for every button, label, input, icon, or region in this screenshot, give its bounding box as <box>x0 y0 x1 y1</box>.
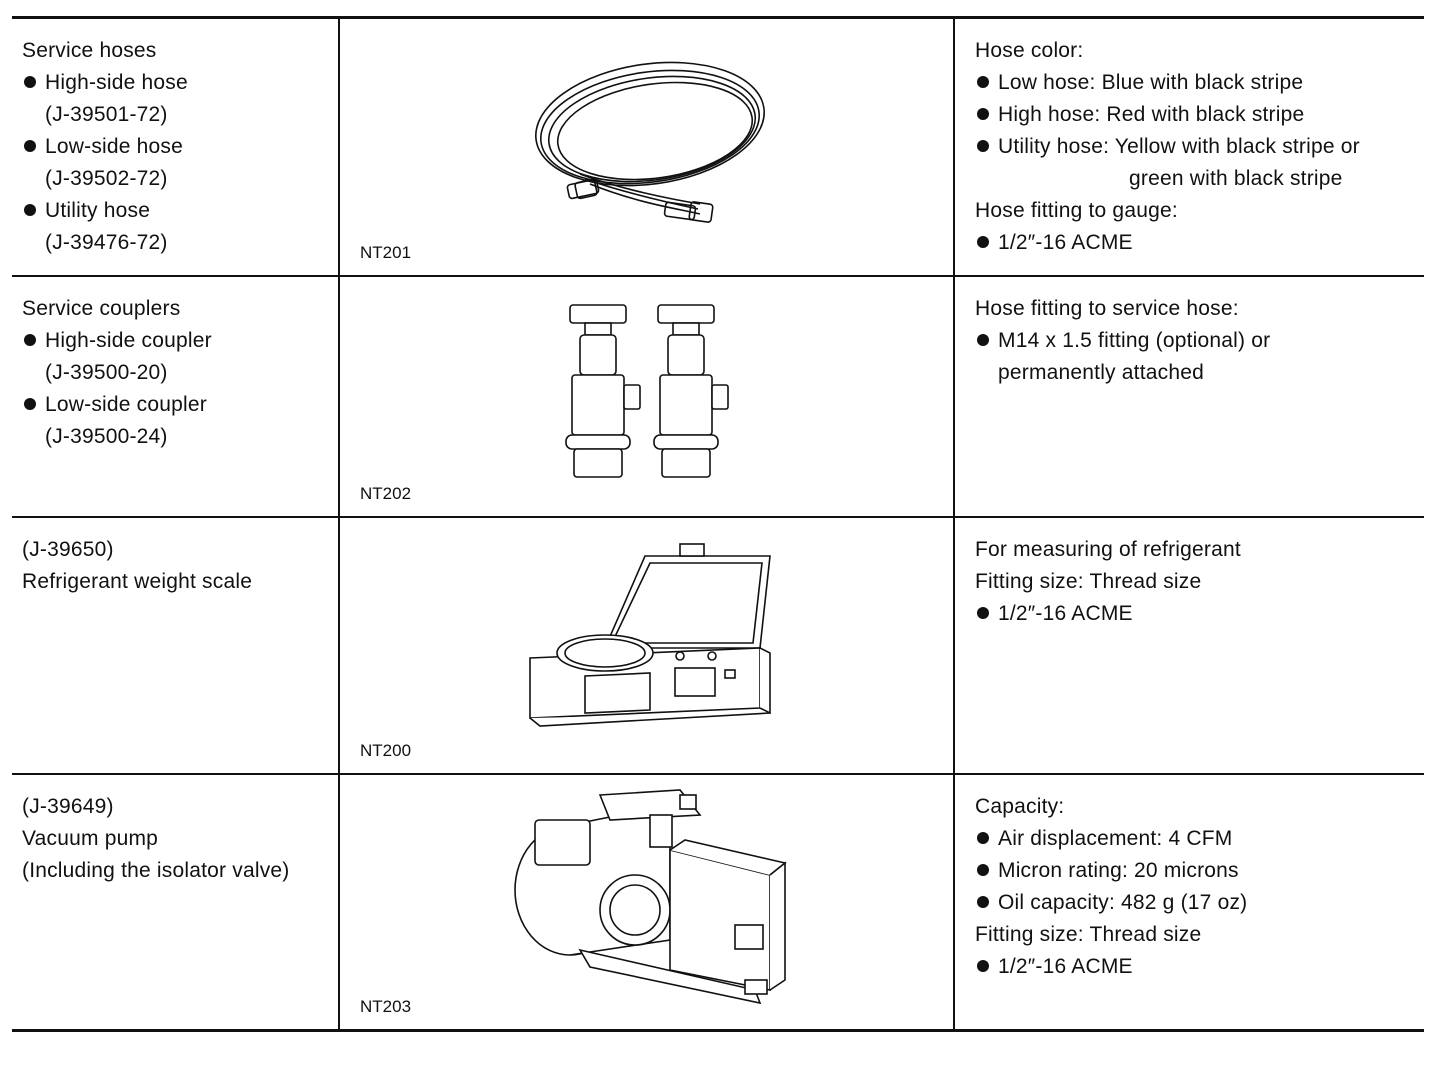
spec-heading: Capacity: <box>975 795 1065 818</box>
tool-name-title: Service hoses <box>22 39 157 62</box>
tool-name-item: Utility hose <box>22 195 338 227</box>
bullet-icon <box>977 140 989 153</box>
tool-part-number: (J-39650) <box>22 538 114 561</box>
spec-heading: Hose color: <box>975 39 1084 62</box>
tool-name-title: Vacuum pump <box>22 827 159 850</box>
tool-name-title: Service couplers <box>22 297 181 320</box>
bullet-icon <box>24 140 36 153</box>
spec-heading: For measuring of refrigerant <box>975 538 1241 561</box>
spec-continuation: green with black stripe <box>1129 167 1343 190</box>
tool-name-note: (Including the isolator valve) <box>22 859 290 882</box>
spec-item: Utility hose: Yellow with black stripe o… <box>975 131 1424 163</box>
tool-name-item: Low-side hose <box>22 131 338 163</box>
tool-table: Service hoses High-side hose (J-39501-72… <box>12 16 1424 1032</box>
tool-name-cell: (J-39649) Vacuum pump (Including the iso… <box>12 775 340 1029</box>
bullet-icon <box>977 334 989 347</box>
spec-cell: For measuring of refrigerant Fitting siz… <box>955 518 1424 773</box>
figure-code: NT203 <box>360 997 412 1016</box>
tool-row-vacuum-pump: (J-39649) Vacuum pump (Including the iso… <box>12 775 1424 1029</box>
spec-item: Oil capacity: 482 g (17 oz) <box>975 887 1424 919</box>
bullet-icon <box>977 896 989 909</box>
tool-part-number: (J-39502-72) <box>45 167 168 190</box>
service-coupler-icon <box>565 304 729 478</box>
spec-item: High hose: Red with black stripe <box>975 99 1424 131</box>
tool-name-item: High-side coupler <box>22 325 338 357</box>
figure-cell: NT202 <box>340 277 955 516</box>
spec-heading: Fitting size: Thread size <box>975 923 1202 946</box>
tool-part-number: (J-39500-24) <box>45 425 168 448</box>
service-hose-icon <box>535 61 765 223</box>
bullet-icon <box>24 204 36 217</box>
spec-cell: Capacity: Air displacement: 4 CFM Micron… <box>955 775 1424 1029</box>
spec-continuation: permanently attached <box>998 361 1204 384</box>
tool-name-cell: (J-39650) Refrigerant weight scale <box>12 518 340 773</box>
bullet-icon <box>977 832 989 845</box>
tool-part-number: (J-39500-20) <box>45 361 168 384</box>
spec-heading: Fitting size: Thread size <box>975 570 1202 593</box>
bullet-icon <box>977 607 989 620</box>
spec-heading: Hose fitting to gauge: <box>975 199 1178 222</box>
bullet-icon <box>24 334 36 347</box>
spec-cell: Hose color: Low hose: Blue with black st… <box>955 19 1424 275</box>
bullet-icon <box>977 960 989 973</box>
spec-item: 1/2″-16 ACME <box>975 598 1424 630</box>
tool-part-number: (J-39476-72) <box>45 231 168 254</box>
bullet-icon <box>977 76 989 89</box>
bullet-icon <box>24 398 36 411</box>
figure-cell: NT203 <box>340 775 955 1029</box>
tool-name-title: Refrigerant weight scale <box>22 570 253 593</box>
tool-name-item: Low-side coupler <box>22 389 338 421</box>
vacuum-pump-icon <box>514 789 787 1005</box>
tool-row-service-hoses: Service hoses High-side hose (J-39501-72… <box>12 19 1424 277</box>
spec-item: 1/2″-16 ACME <box>975 951 1424 983</box>
tool-part-number: (J-39501-72) <box>45 103 168 126</box>
spec-item: M14 x 1.5 fitting (optional) or <box>975 325 1424 357</box>
tool-name-item: High-side hose <box>22 67 338 99</box>
figure-code: NT200 <box>360 741 412 760</box>
spec-item: Air displacement: 4 CFM <box>975 823 1424 855</box>
bullet-icon <box>977 864 989 877</box>
bullet-icon <box>24 76 36 89</box>
bullet-icon <box>977 236 989 249</box>
figure-cell: NT200 <box>340 518 955 773</box>
weight-scale-icon <box>529 543 771 727</box>
spec-cell: Hose fitting to service hose: M14 x 1.5 … <box>955 277 1424 516</box>
tool-name-cell: Service couplers High-side coupler (J-39… <box>12 277 340 516</box>
tool-row-service-couplers: Service couplers High-side coupler (J-39… <box>12 277 1424 518</box>
figure-code: NT201 <box>360 243 412 262</box>
tool-name-cell: Service hoses High-side hose (J-39501-72… <box>12 19 340 275</box>
figure-cell: NT201 <box>340 19 955 275</box>
spec-item: Low hose: Blue with black stripe <box>975 67 1424 99</box>
spec-item: Micron rating: 20 microns <box>975 855 1424 887</box>
bullet-icon <box>977 108 989 121</box>
spec-item: 1/2″-16 ACME <box>975 227 1424 259</box>
figure-code: NT202 <box>360 484 412 503</box>
tool-part-number: (J-39649) <box>22 795 114 818</box>
tool-row-weight-scale: (J-39650) Refrigerant weight scale <box>12 518 1424 775</box>
spec-heading: Hose fitting to service hose: <box>975 297 1239 320</box>
